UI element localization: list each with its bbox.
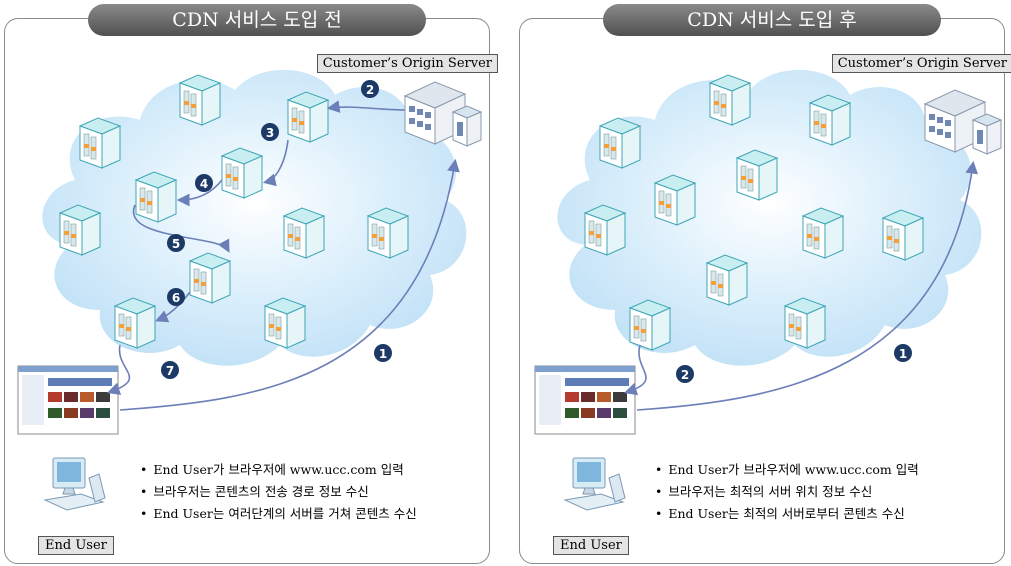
computer-icon xyxy=(44,457,106,511)
server-icon xyxy=(114,297,156,349)
server-icon xyxy=(179,74,221,126)
step-badge: 1 xyxy=(894,344,912,362)
server-icon xyxy=(584,204,626,256)
server-icon xyxy=(709,74,751,126)
origin-server-icon xyxy=(924,89,1002,155)
bullet-list: End User가 브라우저에 www.ucc.com 입력 브라우저는 최적의… xyxy=(655,459,919,525)
bullet-item: End User가 브라우저에 www.ucc.com 입력 xyxy=(140,459,417,481)
end-user-label: End User xyxy=(553,536,629,555)
server-icon xyxy=(221,147,263,199)
server-icon xyxy=(599,117,641,169)
server-icon xyxy=(736,149,778,201)
browser-window-icon xyxy=(17,365,119,435)
server-icon xyxy=(135,171,177,223)
server-icon xyxy=(629,299,671,351)
cdn-cloud xyxy=(42,69,467,366)
svg-text:2: 2 xyxy=(366,83,374,97)
server-icon xyxy=(287,91,329,143)
origin-server-label: Customer’s Origin Server xyxy=(831,54,1011,73)
browser-window-icon xyxy=(534,365,636,435)
bullet-item: 브라우저는 콘텐츠의 전송 경로 정보 수신 xyxy=(140,481,417,503)
computer-icon xyxy=(564,457,626,511)
server-icon xyxy=(264,297,306,349)
server-icon xyxy=(189,252,231,304)
panel-before-cdn: CDN 서비스 도입 전 1 2 3 4 5 6 xyxy=(0,0,498,566)
cdn-cloud xyxy=(557,69,982,366)
panel-title: CDN 서비스 도입 전 xyxy=(88,4,426,36)
network-diagram: 1 2 xyxy=(534,69,1002,511)
bullet-list: End User가 브라우저에 www.ucc.com 입력 브라우저는 콘텐츠… xyxy=(140,459,417,525)
server-icon xyxy=(283,207,325,259)
step-badge: 2 xyxy=(676,365,694,383)
server-icon xyxy=(802,207,844,259)
panel-title: CDN 서비스 도입 후 xyxy=(603,4,941,36)
svg-text:4: 4 xyxy=(200,177,208,191)
bullet-item: End User가 브라우저에 www.ucc.com 입력 xyxy=(655,459,918,481)
step-badge: 6 xyxy=(167,288,185,306)
origin-server-label: Customer’s Origin Server xyxy=(316,54,498,73)
server-icon xyxy=(706,254,748,306)
bullet-item: 브라우저는 최적의 서버 위치 정보 수신 xyxy=(655,481,919,503)
server-icon xyxy=(367,207,409,259)
svg-text:6: 6 xyxy=(172,291,180,305)
svg-text:7: 7 xyxy=(166,364,174,378)
step-badge: 2 xyxy=(361,80,379,98)
bullet-item: End User는 최적의 서버로부터 콘텐츠 수신 xyxy=(655,503,919,525)
server-icon xyxy=(59,204,101,256)
svg-text:3: 3 xyxy=(266,126,274,140)
svg-text:1: 1 xyxy=(379,347,387,361)
bullet-item: End User는 여러단계의 서버를 거쳐 콘텐츠 수신 xyxy=(140,503,416,525)
svg-text:5: 5 xyxy=(172,237,180,251)
server-icon xyxy=(654,174,696,226)
svg-text:1: 1 xyxy=(899,347,907,361)
origin-server-icon xyxy=(404,81,482,147)
server-icon xyxy=(882,209,924,261)
svg-text:2: 2 xyxy=(681,368,689,382)
server-icon xyxy=(784,297,826,349)
panel-after-cdn: CDN 서비스 도입 후 1 2 Customer’s Origin Serve… xyxy=(515,0,1011,566)
step-badge: 5 xyxy=(167,234,185,252)
step-badge: 3 xyxy=(261,123,279,141)
step-badge: 1 xyxy=(374,344,392,362)
server-icon xyxy=(809,94,851,146)
step-badge: 4 xyxy=(195,174,213,192)
end-user-label: End User xyxy=(38,536,114,555)
network-diagram: 1 2 3 4 5 6 7 xyxy=(17,69,482,511)
server-icon xyxy=(79,117,121,169)
step-badge: 7 xyxy=(161,361,179,379)
